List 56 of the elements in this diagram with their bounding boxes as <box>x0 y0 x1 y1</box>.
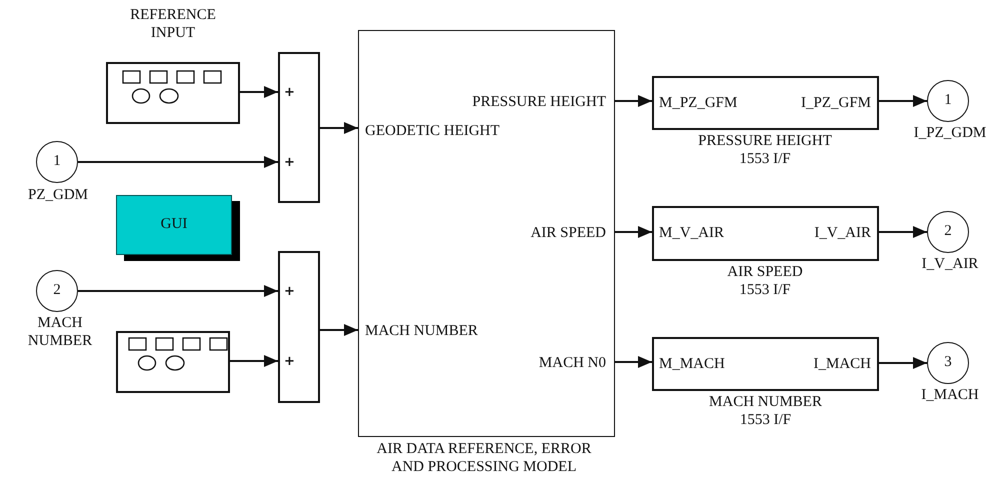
port-label: M_MACH <box>659 355 725 373</box>
arrow <box>240 86 278 98</box>
arrow <box>879 226 927 238</box>
plus-sign: + <box>284 154 295 172</box>
block-caption: MACH NUMBER <box>26 314 94 350</box>
block-caption: PRESSURE HEIGHT 1553 I/F <box>697 132 833 168</box>
constant-block <box>116 331 230 393</box>
arrow <box>879 95 927 107</box>
port-label: MACH N0 <box>538 354 606 372</box>
port-label: MACH NUMBER <box>365 322 478 340</box>
port-circle <box>927 211 969 253</box>
port-circle <box>927 80 969 122</box>
sum-block <box>278 251 320 403</box>
port-number: 3 <box>943 353 953 371</box>
constant-block <box>106 6 240 124</box>
port-label: M_V_AIR <box>659 224 724 242</box>
block-caption: PZ_GDM <box>26 186 89 204</box>
port-number: 1 <box>943 91 953 109</box>
block-caption: I_V_AIR <box>920 255 980 273</box>
port-label: AIR SPEED <box>530 224 606 242</box>
interface-block <box>652 76 879 130</box>
port-label: I_MACH <box>813 355 871 373</box>
plus-sign: + <box>284 283 295 301</box>
port-label: GEODETIC HEIGHT <box>365 122 500 140</box>
port-number: 1 <box>52 152 62 170</box>
arrow <box>879 357 927 369</box>
block-title: REFERENCE INPUT <box>129 6 217 42</box>
arrow <box>320 324 358 336</box>
arrow <box>78 285 278 297</box>
port-label: I_V_AIR <box>814 224 871 242</box>
arrow <box>78 156 278 168</box>
plus-sign: + <box>284 353 295 371</box>
block-caption: I_MACH <box>920 386 980 404</box>
port-circle <box>36 270 78 312</box>
block-caption: MACH NUMBER 1553 I/F <box>708 393 823 429</box>
port-label: PRESSURE HEIGHT <box>472 93 606 111</box>
interface-block <box>652 337 879 391</box>
interface-block <box>652 206 879 261</box>
block-caption: AIR DATA REFERENCE, ERROR AND PROCESSING MODEL <box>376 440 592 476</box>
block-label: GUI <box>160 215 188 233</box>
sum-block <box>278 52 320 203</box>
arrow <box>230 355 278 367</box>
block-caption: AIR SPEED 1553 I/F <box>726 263 804 299</box>
port-number: 2 <box>943 222 953 240</box>
block-caption: I_PZ_GDM <box>912 124 988 142</box>
port-circle <box>927 342 969 384</box>
port-label: M_PZ_GFM <box>659 94 738 112</box>
arrow <box>615 226 652 238</box>
subsystem-block <box>358 30 615 437</box>
port-number: 2 <box>52 281 62 299</box>
arrow <box>615 95 652 107</box>
arrow <box>615 356 652 368</box>
arrow <box>320 122 358 134</box>
plus-sign: + <box>284 84 295 102</box>
port-circle <box>36 141 78 183</box>
port-label: I_PZ_GFM <box>800 94 871 112</box>
